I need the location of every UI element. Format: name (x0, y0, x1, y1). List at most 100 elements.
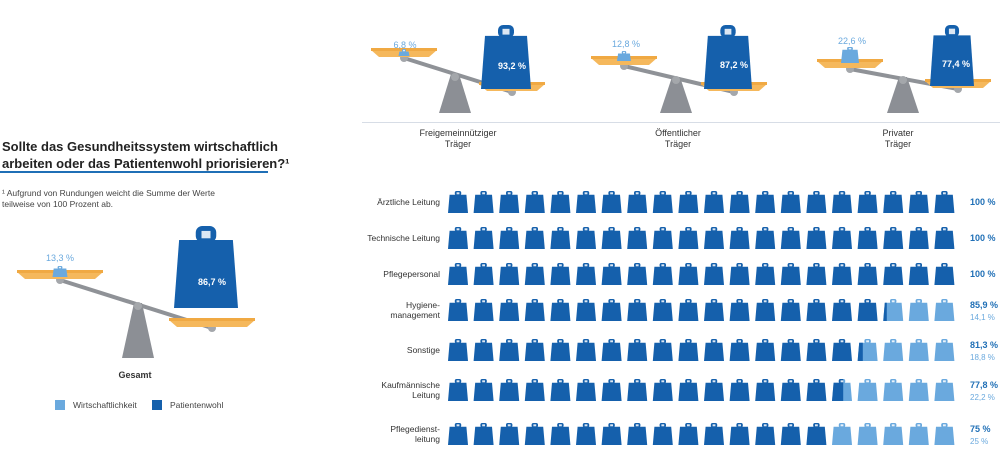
pictogram-unit (806, 299, 827, 321)
pictogram-unit (448, 379, 468, 401)
pictogram-unit (652, 227, 673, 249)
pictogram-row (448, 263, 955, 285)
title-line-1: Sollte das Gesundheitssystem wirtschaftl… (2, 139, 278, 154)
pictogram-unit (908, 191, 929, 213)
pictogram-unit (652, 191, 673, 213)
scale-privat-small-weight (841, 47, 859, 63)
pictogram-unit (704, 299, 724, 321)
title-line-2: arbeiten oder das Patientenwohl priorisi… (2, 156, 290, 171)
scale-privat-left-pan (817, 61, 883, 68)
pictogram-unit (627, 379, 648, 401)
row-value-patientenwohl: 81,3 % (970, 340, 999, 350)
row-value-patientenwohl: 77,8 % (970, 380, 999, 390)
pictogram-unit (652, 423, 673, 445)
scale-gesamt-small-weight (52, 266, 68, 277)
scale-oeffentlich-big-weight (704, 25, 752, 89)
scale-gesamt-caption-line-1: Gesamt (118, 370, 152, 380)
row-value-patientenwohl: 100 % (970, 233, 996, 243)
pictogram-unit (678, 263, 699, 285)
section-divider (362, 122, 1000, 123)
pictogram-unit (883, 339, 904, 361)
pictogram-unit (883, 263, 904, 285)
scale-oeffentlich-small-label: 12,8 % (611, 39, 641, 49)
scale-freigemein-caption: Freigemeinnütziger Träger (398, 128, 518, 150)
pictogram-unit (473, 263, 494, 285)
pictogram-unit (704, 227, 724, 249)
footnote-line-1: ¹ Aufgrund von Rundungen weicht die Summ… (2, 188, 215, 198)
row-value-patientenwohl: 75 % (970, 424, 991, 434)
pictogram-unit (729, 263, 750, 285)
pictogram-unit (755, 263, 776, 285)
pictogram-unit (576, 191, 596, 213)
row-value-wirtschaftlichkeit: 22,2 % (970, 393, 995, 402)
scale-freigemein-small-label: 6,8 % (393, 40, 417, 50)
pictogram-unit (883, 423, 904, 445)
pictogram-unit (601, 191, 622, 213)
legend-item-wirtschaftlichkeit: Wirtschaftlichkeit (55, 400, 137, 410)
pictogram-unit (908, 263, 929, 285)
scale-privat-caption-line-2: Träger (884, 139, 912, 149)
pictogram-unit (576, 263, 596, 285)
pictogram-unit (550, 191, 571, 213)
legend-swatch-wirtschaftlichkeit (55, 400, 65, 410)
pictogram-unit (832, 191, 852, 213)
pictogram-unit (550, 339, 571, 361)
row-value-wirtschaftlichkeit: 18,8 % (970, 353, 995, 362)
pictogram-unit (524, 379, 545, 401)
scale-gesamt (17, 226, 255, 358)
row-label-line: Technische Leitung (367, 233, 440, 243)
pictogram-unit (524, 263, 545, 285)
scale-gesamt-big-label: 86,7 % (197, 277, 227, 287)
scale-gesamt-big-weight (174, 226, 238, 308)
pictogram-unit (857, 227, 878, 249)
pictogram-unit (576, 379, 596, 401)
scale-oeffentlich (591, 25, 767, 113)
pictogram-unit (806, 423, 827, 445)
pictogram-unit (601, 299, 622, 321)
row-label-line: Sonstige (406, 345, 440, 355)
pictogram-unit-split (883, 299, 904, 321)
pictogram-unit (755, 191, 776, 213)
legend-item-patientenwohl: Patientenwohl (152, 400, 223, 410)
pictogram-unit (908, 379, 929, 401)
row-label: Hygiene-management (350, 300, 440, 320)
pictogram-unit (601, 339, 622, 361)
scale-oeffentlich-caption-line-1: Öffentlicher (655, 128, 701, 138)
title-divider (0, 171, 268, 173)
row-value-wirtschaftlichkeit: 14,1 % (970, 313, 995, 322)
scale-freigemein-stand (439, 74, 471, 113)
scale-freigemein-small-weight (398, 49, 410, 56)
scale-gesamt-right-pan (169, 320, 255, 327)
pictogram-unit (550, 263, 571, 285)
pictogram-unit (627, 299, 648, 321)
pictogram-row (448, 227, 955, 249)
scale-privat-caption: Privater Träger (838, 128, 958, 150)
row-label-line: Pflegedienst- (390, 424, 440, 434)
pictogram-unit (524, 299, 545, 321)
row-label-line: leitung (414, 434, 440, 444)
pictogram-unit (448, 423, 468, 445)
pictogram-unit (908, 299, 929, 321)
pictogram-unit (832, 263, 852, 285)
pictogram-unit (908, 227, 929, 249)
pictogram-unit (934, 379, 955, 401)
pictogram-unit (652, 299, 673, 321)
pictogram-unit (780, 299, 801, 321)
pictogram-unit (832, 339, 852, 361)
scale-oeffentlich-small-weight (617, 51, 631, 61)
pictogram-unit (499, 423, 520, 445)
pictogram-unit (678, 191, 699, 213)
scale-oeffentlich-big-label: 87,2 % (719, 60, 749, 70)
pictogram-unit (729, 227, 750, 249)
scale-gesamt-stand (122, 303, 154, 358)
pictogram-unit (704, 191, 724, 213)
pictogram-unit (627, 339, 648, 361)
footnote: ¹ Aufgrund von Rundungen weicht die Summ… (2, 188, 215, 210)
pictogram-unit (780, 379, 801, 401)
scale-privat-stand (887, 77, 919, 113)
row-value-patientenwohl: 85,9 % (970, 300, 999, 310)
pictogram-unit (832, 299, 852, 321)
pictogram-unit (524, 191, 545, 213)
pictogram-unit (678, 339, 699, 361)
